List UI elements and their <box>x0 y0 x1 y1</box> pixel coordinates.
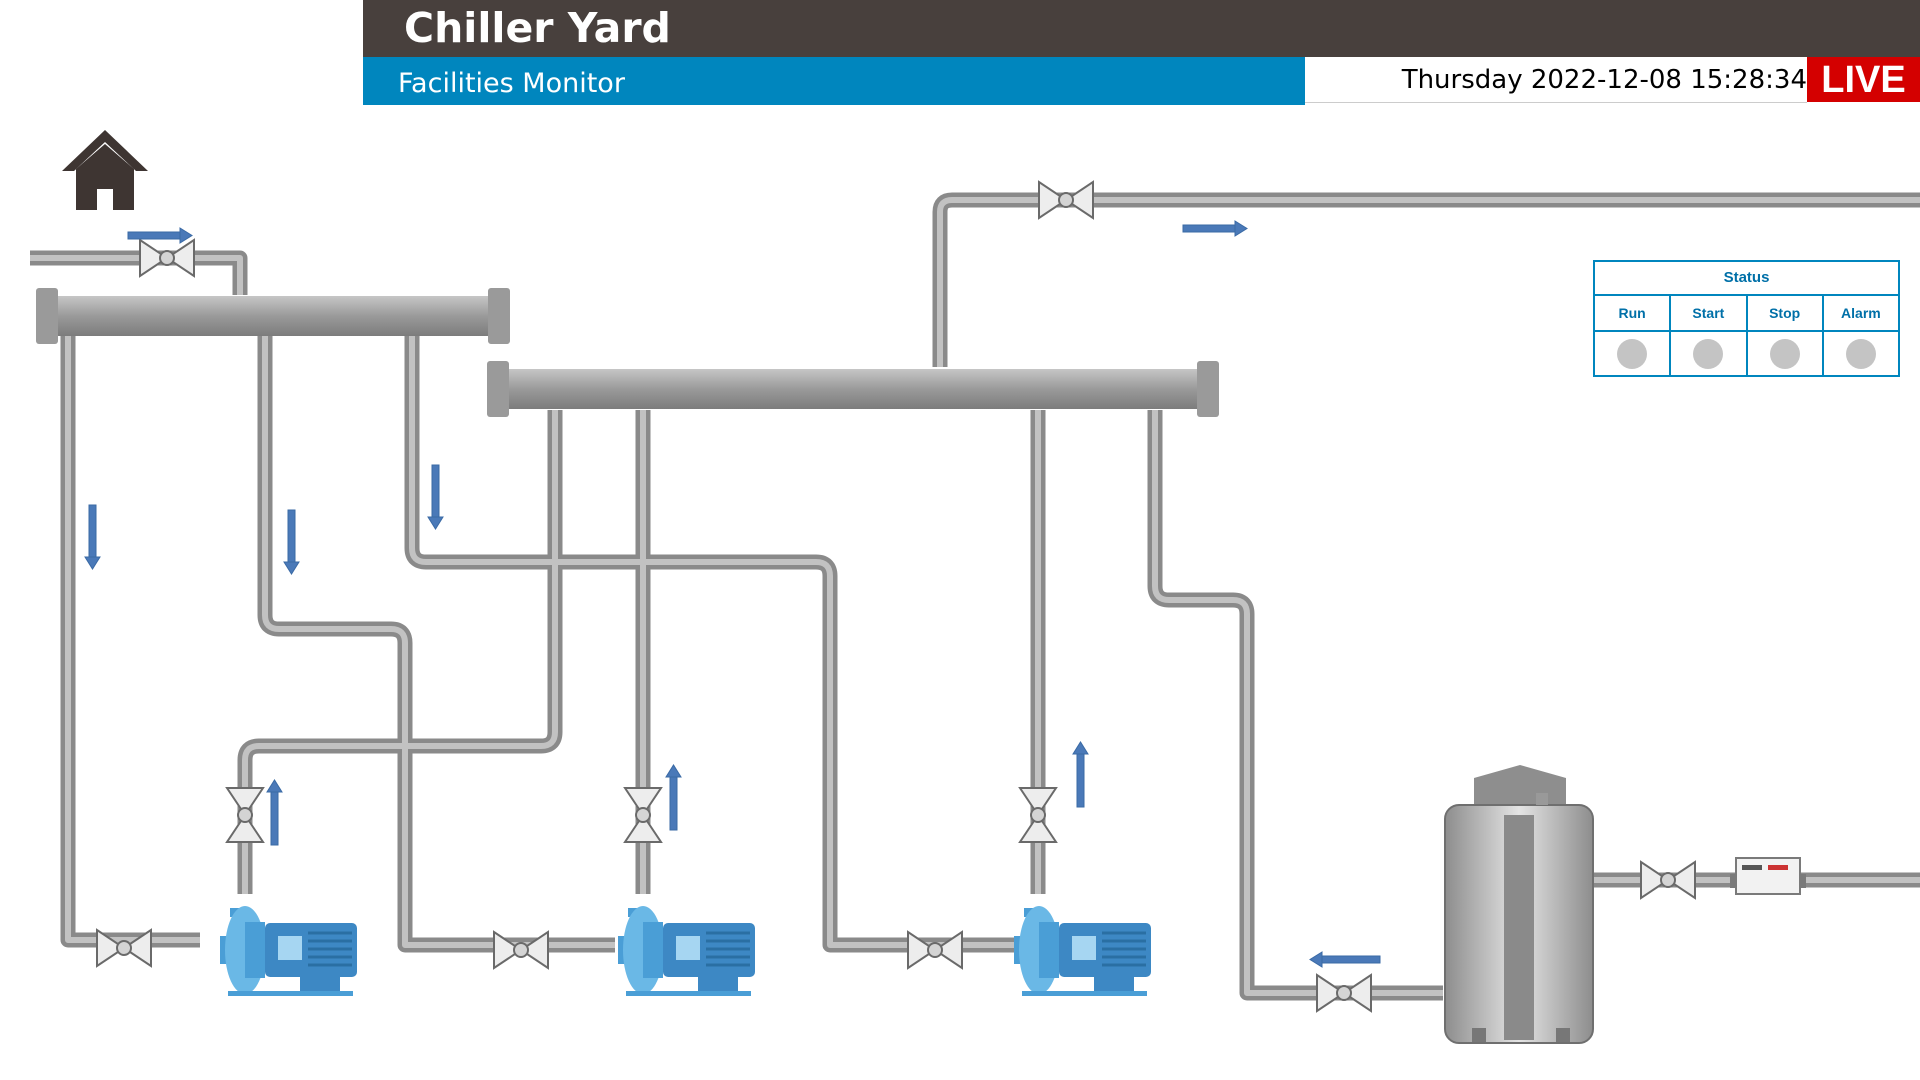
chiller[interactable] <box>1444 765 1594 1044</box>
status-col-run: Run <box>1595 296 1672 375</box>
flow-arrow-return <box>1309 951 1381 968</box>
header-manifold-right <box>487 361 1219 417</box>
run-indicator-light <box>1617 339 1648 369</box>
flow-arrow-up-2 <box>665 764 682 831</box>
pump-1[interactable] <box>218 904 359 998</box>
flow-arrow-outlet <box>1182 220 1248 237</box>
start-indicator-light <box>1693 339 1724 369</box>
valve-chiller-inlet[interactable] <box>1316 974 1372 1012</box>
status-label-stop: Stop <box>1747 296 1822 332</box>
status-title: Status <box>1595 262 1898 296</box>
status-label-run: Run <box>1595 296 1670 332</box>
page-title: Chiller Yard <box>404 4 671 52</box>
flow-arrows <box>84 220 1381 968</box>
status-panel: Status Run Start Stop Alarm <box>1593 260 1900 377</box>
title-bar: Chiller Yard <box>363 0 1920 57</box>
valve-pump-2-suction[interactable] <box>493 931 549 969</box>
subtitle-bar: Facilities Monitor <box>363 57 1305 105</box>
status-col-stop: Stop <box>1747 296 1824 375</box>
valve-pump-1-discharge[interactable] <box>226 787 264 843</box>
flow-arrow-up-1 <box>266 779 283 846</box>
valve-pump-3-suction[interactable] <box>907 931 963 969</box>
datetime-area: Thursday 2022-12-08 15:28:34 <box>1305 57 1807 103</box>
header-manifold-left <box>36 288 510 344</box>
flow-arrow-down-2 <box>283 509 300 575</box>
live-badge: LIVE <box>1807 57 1920 102</box>
valve-chiller-outlet[interactable] <box>1640 861 1696 899</box>
flow-arrow-up-3 <box>1072 741 1089 808</box>
valve-pump-3-discharge[interactable] <box>1019 787 1057 843</box>
pipework <box>30 192 1920 1001</box>
flow-meter[interactable] <box>1730 857 1806 895</box>
page-subtitle: Facilities Monitor <box>398 68 625 99</box>
home-icon[interactable] <box>60 125 150 215</box>
flow-arrow-inlet <box>127 227 193 244</box>
status-col-start: Start <box>1671 296 1748 375</box>
valve-pump-2-discharge[interactable] <box>624 787 662 843</box>
datetime-display: Thursday 2022-12-08 15:28:34 <box>1401 65 1807 95</box>
status-label-start: Start <box>1671 296 1746 332</box>
stop-indicator-light <box>1769 339 1800 369</box>
valve-outlet[interactable] <box>1038 181 1094 219</box>
status-label-alarm: Alarm <box>1823 296 1898 332</box>
valve-inlet[interactable] <box>139 239 195 277</box>
alarm-indicator-light <box>1845 339 1876 369</box>
flow-arrow-down-1 <box>84 504 101 570</box>
status-col-alarm: Alarm <box>1823 296 1898 375</box>
pump-3[interactable] <box>1012 904 1153 998</box>
pump-2[interactable] <box>616 904 757 998</box>
flow-arrow-down-3 <box>427 464 444 530</box>
